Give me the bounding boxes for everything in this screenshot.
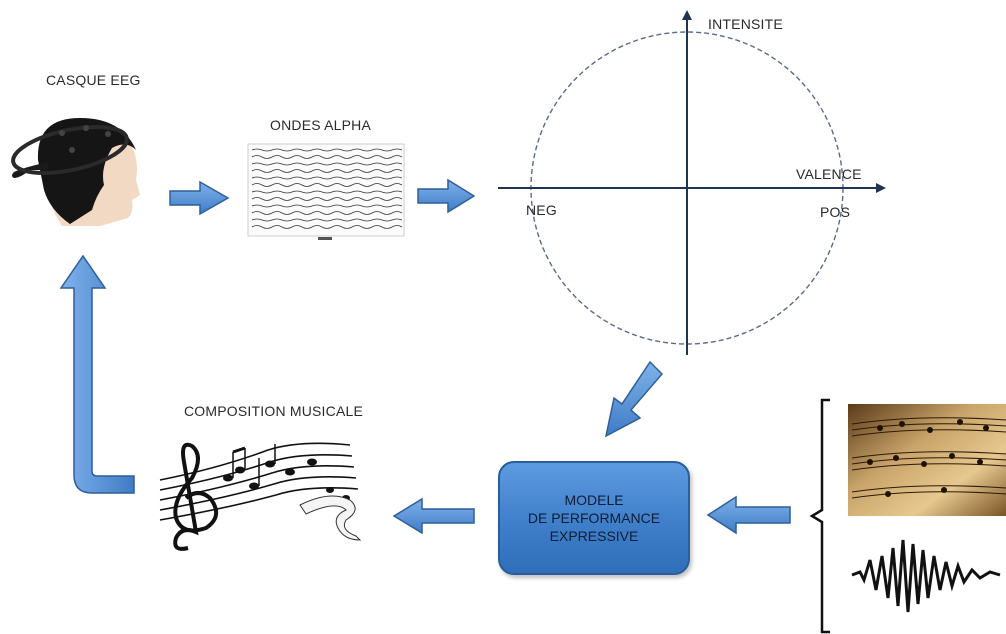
positive-label: POS [820, 204, 851, 220]
negative-label: NEG [526, 202, 557, 218]
flow-arrows [59, 178, 791, 535]
input-materials [809, 398, 1006, 634]
alpha-waves-image [247, 143, 405, 240]
arrow-inputs-to-model [706, 495, 791, 535]
arrow-head-to-waves [169, 180, 230, 216]
arrow-waves-to-circle [417, 178, 476, 214]
eeg-headset-image [11, 118, 141, 226]
valence-axis-label: VALENCE [796, 166, 862, 182]
model-box-line-3: EXPRESSIVE [549, 528, 639, 544]
eeg-headset-label: CASQUE EEG [46, 72, 141, 88]
arrow-circle-to-model [604, 360, 664, 438]
input-bracket [809, 398, 830, 634]
sheet-music-photo [848, 404, 1006, 516]
alpha-waves-label: ONDES ALPHA [270, 117, 372, 133]
arrow-model-to-composition [392, 497, 475, 535]
model-box-line-2: DE PERFORMANCE [527, 510, 661, 526]
intensity-axis-label: INTENSITE [708, 16, 783, 32]
arrow-composition-to-head [59, 254, 135, 494]
audio-waveform-image [851, 539, 1001, 613]
musical-staff-image [159, 442, 362, 551]
intensity-axis-arrowhead [682, 10, 692, 20]
valence-axis-arrowhead [876, 183, 886, 193]
expressive-performance-model-box: MODELE DE PERFORMANCE EXPRESSIVE [498, 461, 690, 575]
valence-intensity-plot [498, 10, 886, 355]
model-box-line-1: MODELE [564, 492, 624, 508]
musical-composition-label: COMPOSITION MUSICALE [184, 403, 364, 419]
